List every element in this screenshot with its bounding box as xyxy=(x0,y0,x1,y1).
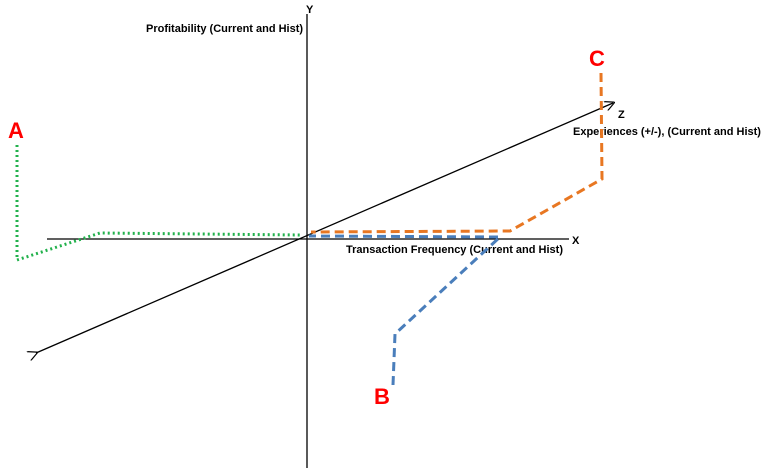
point-b-label: B xyxy=(374,384,390,409)
path-b-line xyxy=(308,234,504,386)
z-axis-letter: Z xyxy=(618,109,625,121)
y-axis-letter: Y xyxy=(306,4,314,16)
x-axis-letter: X xyxy=(572,235,580,247)
y-axis-caption: Profitability (Current and Hist) xyxy=(146,23,303,35)
path-a-line xyxy=(15,145,301,263)
path-c-line xyxy=(310,72,604,234)
x-axis-caption: Transaction Frequency (Current and Hist) xyxy=(346,244,563,256)
point-a-label: A xyxy=(8,118,24,143)
z-axis-caption: Experiences (+/-), (Current and Hist) xyxy=(573,126,761,138)
point-c-label: C xyxy=(589,46,605,71)
z-axis-line xyxy=(36,103,613,353)
